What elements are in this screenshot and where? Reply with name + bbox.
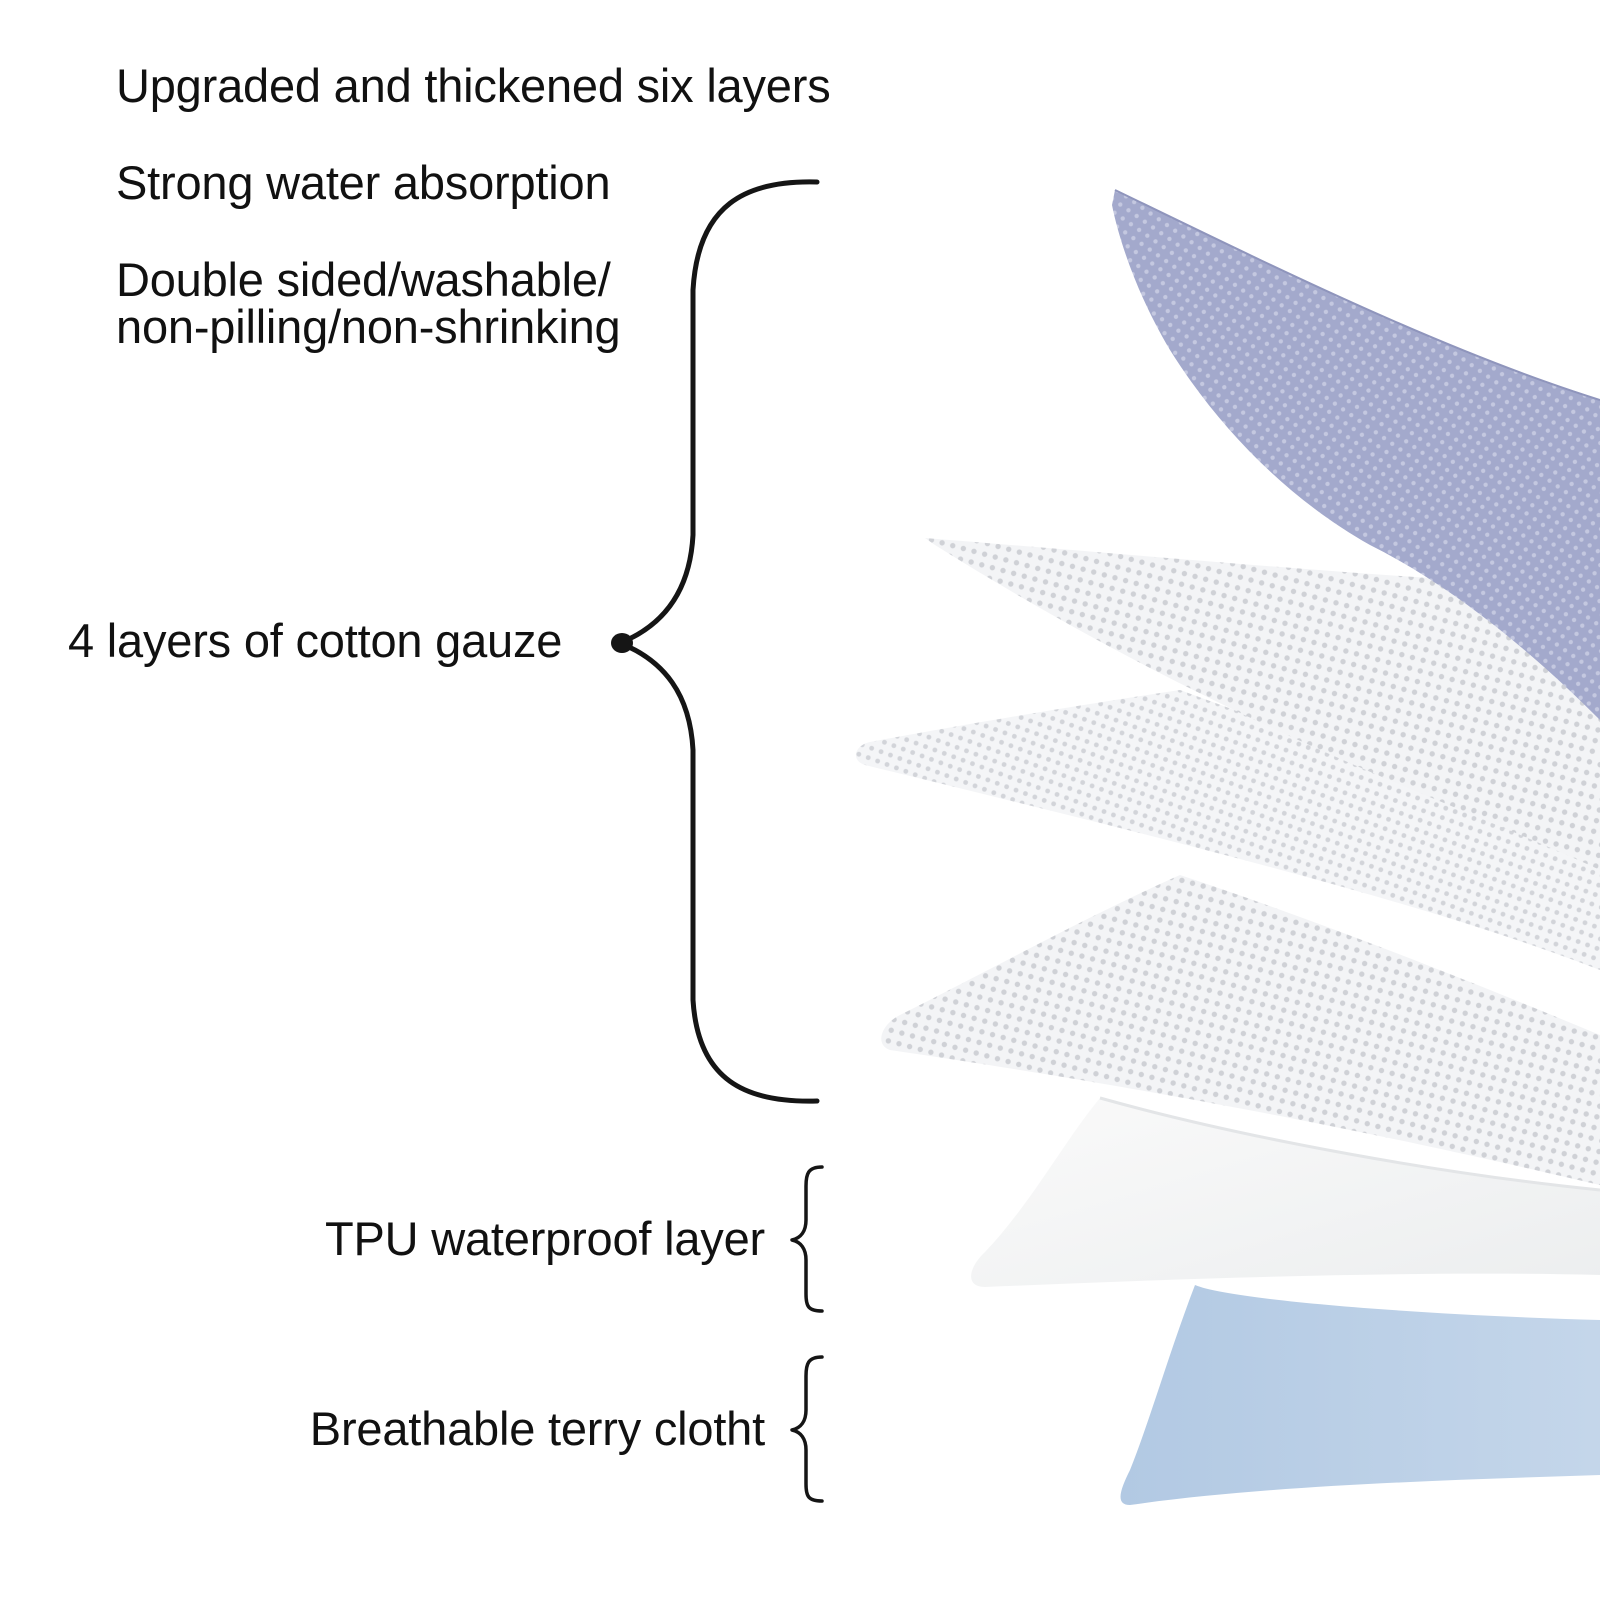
headline: Upgraded and thickened six layers [116,59,831,112]
feature-care-line-1: Double sided/washable/ [116,253,611,306]
feature-absorption: Strong water absorption [116,156,611,209]
label-tpu-waterproof: TPU waterproof layer [324,1212,765,1265]
cotton-gauze-layer-4 [881,875,1600,1185]
cotton-gauze-layer-2 [925,538,1600,870]
terry-cloth-layer [1120,1285,1600,1505]
top-mesh-layer [1112,190,1600,720]
gauze-bracket [617,179,820,1104]
tpu-waterproof-layer [971,1098,1600,1287]
feature-care-line-2: non-pilling/non-shrinking [116,300,621,353]
label-cotton-gauze: 4 layers of cotton gauze [68,614,563,667]
cotton-gauze-layer-3 [855,690,1600,970]
tpu-bracket [790,1165,824,1313]
label-terry-cloth: Breathable terry clotht [309,1402,765,1455]
terry-bracket [790,1355,824,1503]
